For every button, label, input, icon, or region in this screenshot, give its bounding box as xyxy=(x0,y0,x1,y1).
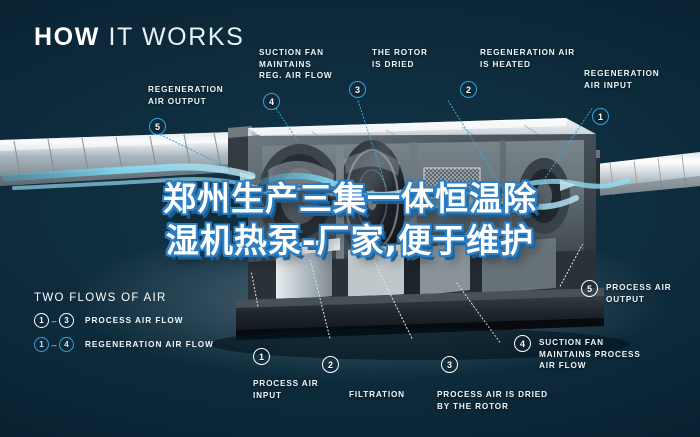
marker-reg-3[interactable]: 3 xyxy=(349,81,366,98)
title-light: IT WORKS xyxy=(108,23,245,51)
title-bold: HOW xyxy=(34,23,100,51)
desiccant-rotor xyxy=(338,140,406,260)
legend-dash-process: – xyxy=(51,315,57,326)
filtration-mesh-panel xyxy=(423,167,481,199)
callout-reg-3-label: THE ROTOR IS DRIED xyxy=(372,48,428,69)
marker-proc-4[interactable]: 4 xyxy=(514,335,531,352)
legend-label-regeneration: REGENERATION AIR FLOW xyxy=(85,340,214,349)
marker-proc-3[interactable]: 3 xyxy=(441,356,458,373)
legend-dash-regeneration: – xyxy=(51,339,57,350)
callout-proc-5-label: PROCESS AIR OUTPUT xyxy=(606,283,672,304)
legend-row-regeneration: 1 – 4 REGENERATION AIR FLOW xyxy=(34,337,214,352)
legend-heading: TWO FLOWS OF AIR xyxy=(34,292,167,304)
callout-proc-2-label: FILTRATION xyxy=(349,390,405,399)
legend-chip-process-from: 1 xyxy=(34,313,49,328)
airflow-arrows xyxy=(2,163,631,210)
callout-proc-3-label: PROCESS AIR IS DRIED BY THE ROTOR xyxy=(437,390,548,411)
process-suction-fan xyxy=(518,158,570,234)
callout-proc-4-label: SUCTION FAN MAINTAINS PROCESS AIR FLOW xyxy=(539,338,641,370)
callout-proc-1-label: PROCESS AIR INPUT xyxy=(253,379,319,400)
legend-chip-process-to: 3 xyxy=(59,313,74,328)
marker-proc-1[interactable]: 1 xyxy=(253,348,270,365)
marker-reg-4[interactable]: 4 xyxy=(263,93,280,110)
right-air-duct xyxy=(596,152,700,196)
callout-reg-2-label: REGENERATION AIR IS HEATED xyxy=(480,48,576,69)
callout-reg-4-label: SUCTION FAN MAINTAINS REG. AIR FLOW xyxy=(259,48,333,80)
marker-reg-1[interactable]: 1 xyxy=(592,108,609,125)
marker-proc-5[interactable]: 5 xyxy=(581,280,598,297)
callout-reg-5-label: REGENERATION AIR OUTPUT xyxy=(148,85,224,106)
marker-reg-5[interactable]: 5 xyxy=(149,118,166,135)
page-title: HOW IT WORKS xyxy=(34,22,244,52)
marker-proc-2[interactable]: 2 xyxy=(322,356,339,373)
legend-row-process: 1 – 3 PROCESS AIR FLOW xyxy=(34,313,214,328)
callout-reg-1-label: REGENERATION AIR INPUT xyxy=(584,69,660,90)
legend: TWO FLOWS OF AIR 1 – 3 PROCESS AIR FLOW … xyxy=(34,292,214,361)
legend-label-process: PROCESS AIR FLOW xyxy=(85,316,184,325)
marker-reg-2[interactable]: 2 xyxy=(460,81,477,98)
legend-chip-regeneration-from: 1 xyxy=(34,337,49,352)
regeneration-fan-assembly xyxy=(258,144,342,248)
legend-chip-regeneration-to: 4 xyxy=(59,337,74,352)
